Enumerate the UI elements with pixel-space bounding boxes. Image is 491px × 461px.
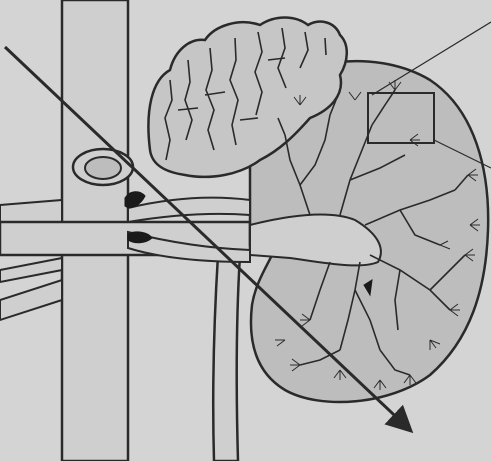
- cava-opening-inner: [85, 157, 121, 179]
- ureter: [213, 255, 240, 461]
